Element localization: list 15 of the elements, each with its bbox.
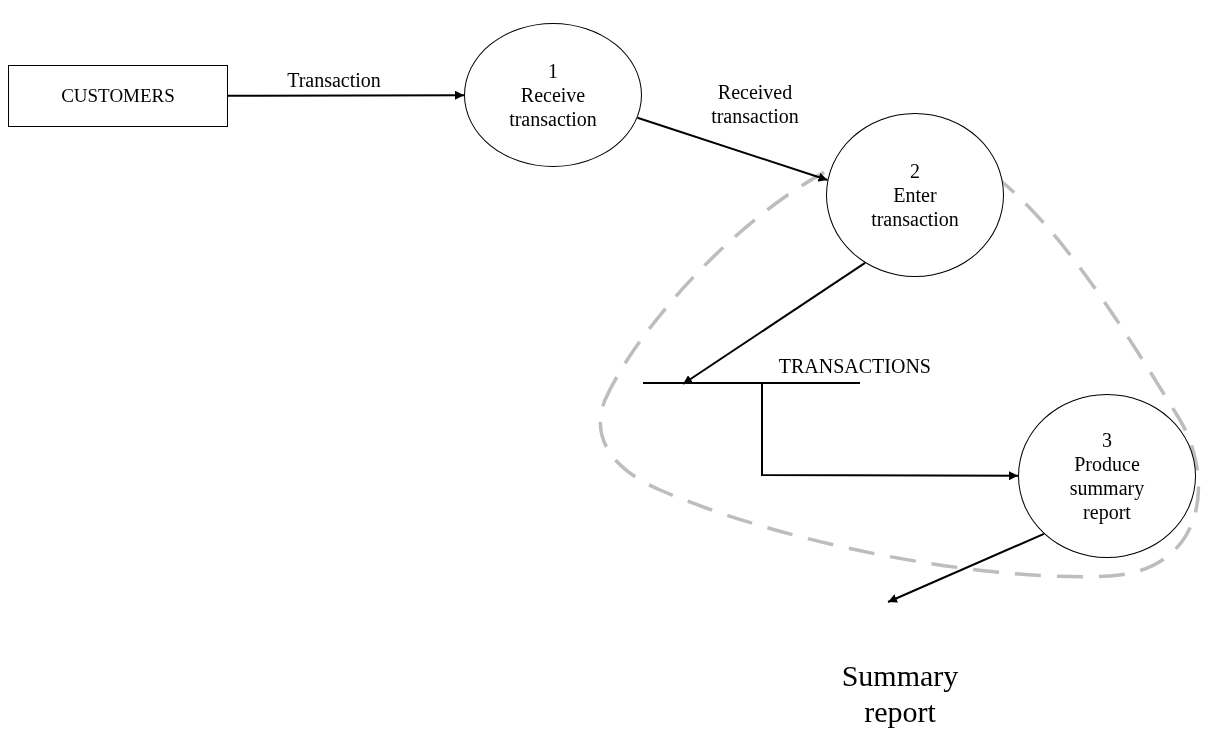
arrow xyxy=(682,261,867,385)
arrow xyxy=(227,90,465,100)
external-entity-box xyxy=(8,65,228,127)
store-name: TRANSACTIONS xyxy=(778,354,931,378)
entity-name: CUSTOMERS xyxy=(61,84,175,108)
process-number: 1 xyxy=(547,59,559,83)
process-number: 2 xyxy=(909,159,921,183)
arrow xyxy=(887,532,1045,603)
arrow xyxy=(761,383,1019,481)
process-name: Enter transaction xyxy=(870,183,960,231)
process-name: Receive transaction xyxy=(508,83,598,131)
output-name: Summary report xyxy=(840,658,960,730)
arrow xyxy=(636,116,829,182)
process-number: 3 xyxy=(1101,428,1113,452)
process-name: Produce summary report xyxy=(1068,452,1146,524)
